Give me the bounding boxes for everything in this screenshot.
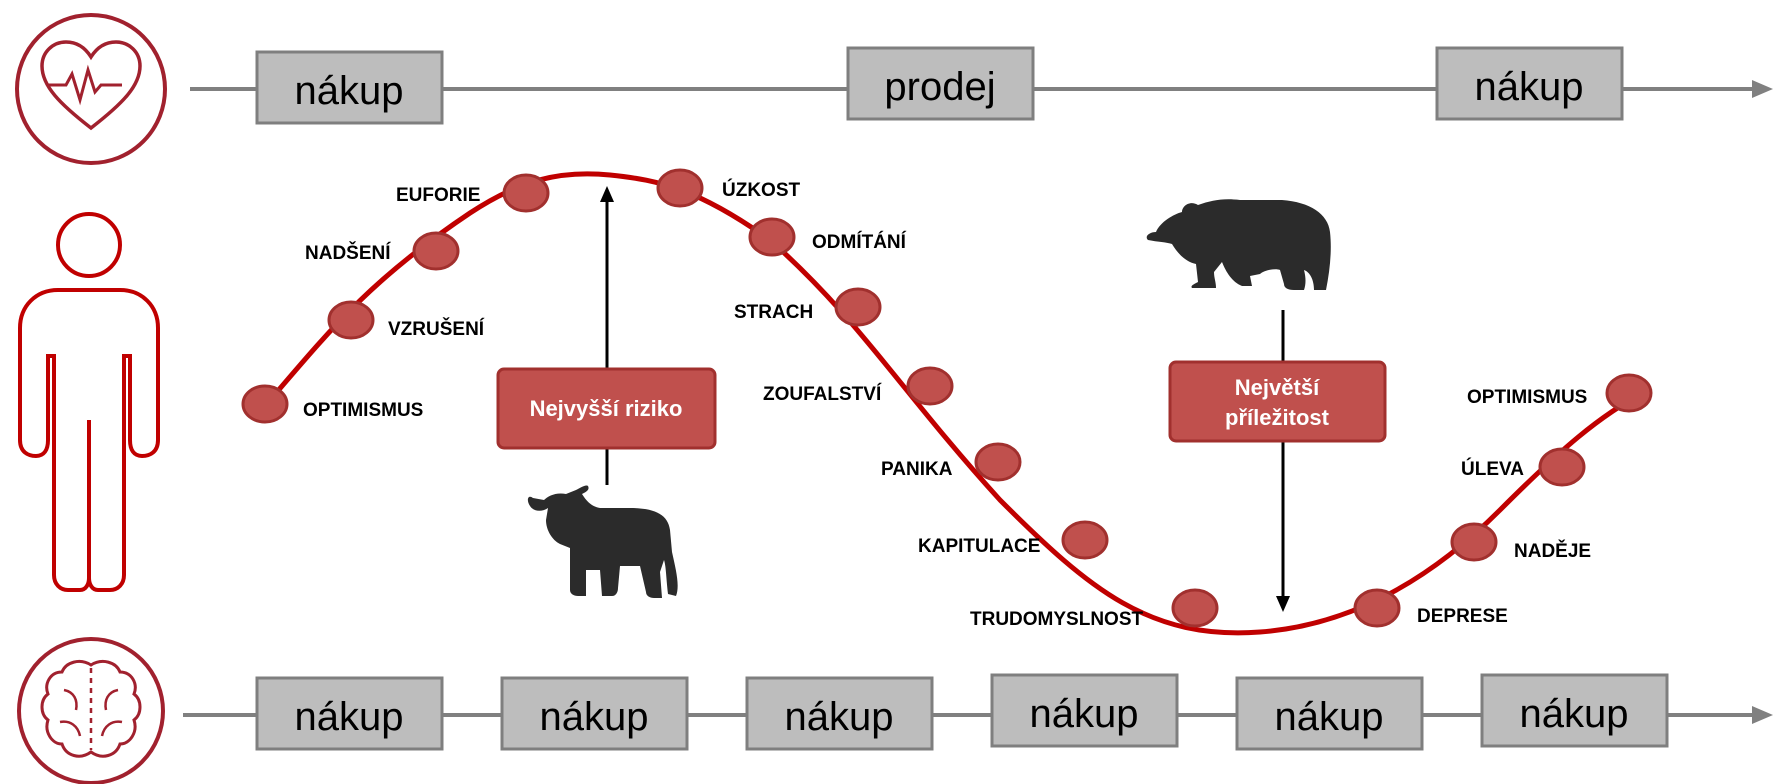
bottom-box-6: nákup (1480, 673, 1669, 748)
stage-dot-odmitani (748, 217, 796, 257)
bottom-box-2-label: nákup (540, 695, 649, 739)
opportunity-callout-line1: Největší (1235, 375, 1320, 400)
opportunity-arrowhead (1276, 596, 1290, 612)
stage-dot-nadeje (1450, 522, 1498, 562)
bottom-box-5: nákup (1235, 676, 1424, 751)
person-icon (18, 212, 160, 592)
top-box-2-label: prodej (884, 65, 995, 109)
top-track-arrowhead (1752, 80, 1773, 98)
stage-label-uzkost: ÚZKOST (722, 179, 801, 201)
top-box-3: nákup (1435, 46, 1624, 121)
top-box-2: prodej (846, 46, 1035, 121)
stage-dot-uzkost (656, 168, 704, 208)
heart-pulse-icon (15, 13, 167, 165)
opportunity-callout-box (1168, 360, 1387, 443)
bottom-box-5-label: nákup (1275, 695, 1384, 739)
stage-dots (241, 168, 1653, 628)
stage-label-deprese: DEPRESE (1417, 606, 1508, 627)
stage-dot-deprese (1353, 588, 1401, 628)
stage-dot-trudomyslnost (1171, 588, 1219, 628)
opportunity-callout-line2: příležitost (1225, 405, 1330, 430)
stage-label-vzruseni: VZRUŠENÍ (388, 318, 485, 340)
stage-label-zoufalstvi: ZOUFALSTVÍ (763, 383, 882, 405)
stage-dot-vzruseni (327, 300, 375, 340)
bottom-box-1-label: nákup (295, 695, 404, 739)
bear-icon (1146, 199, 1331, 290)
stage-dot-panika (974, 442, 1022, 482)
stage-label-kapitulace: KAPITULACE (918, 536, 1040, 557)
stage-label-nadseni: NADŠENÍ (305, 242, 391, 264)
top-box-3-label: nákup (1475, 65, 1584, 109)
stage-label-uleva: ÚLEVA (1461, 458, 1524, 480)
stage-label-optimismus-right: OPTIMISMUS (1467, 387, 1587, 408)
emotion-cycle-curve (263, 171, 1647, 636)
bottom-box-1: nákup (255, 676, 444, 751)
top-box-1-label: nákup (295, 69, 404, 113)
risk-callout-label: Nejvyšší riziko (530, 396, 683, 421)
stage-label-trudomyslnost: TRUDOMYSLNOST (970, 609, 1144, 630)
bottom-box-2: nákup (500, 676, 689, 751)
bottom-box-3: nákup (745, 676, 934, 751)
stage-dot-kapitulace (1061, 520, 1109, 560)
stage-dot-strach (834, 287, 882, 327)
stage-dot-nadseni (412, 231, 460, 271)
stage-label-odmitani: ODMÍTÁNÍ (812, 231, 907, 253)
bottom-track-arrowhead (1752, 706, 1773, 724)
stage-label-optimismus-left: OPTIMISMUS (303, 400, 423, 421)
top-box-1: nákup (255, 50, 444, 125)
stage-dot-uleva (1538, 447, 1586, 487)
bottom-box-4: nákup (990, 673, 1179, 748)
stage-label-strach: STRACH (734, 302, 813, 323)
stage-dot-zoufalstvi (906, 366, 954, 406)
brain-icon (17, 637, 165, 784)
stage-label-euforie: EUFORIE (396, 185, 480, 206)
stage-label-nadeje: NADĚJE (1514, 540, 1591, 562)
stage-dot-optimismus-left (241, 384, 289, 424)
stage-dot-euforie (502, 173, 550, 213)
stage-dot-optimismus-right (1605, 373, 1653, 413)
risk-arrowhead (600, 186, 614, 202)
stage-label-panika: PANIKA (881, 459, 953, 480)
bottom-box-6-label: nákup (1520, 692, 1629, 736)
risk-callout-box (496, 367, 717, 450)
bottom-box-3-label: nákup (785, 695, 894, 739)
bull-icon (527, 485, 678, 598)
bottom-box-4-label: nákup (1030, 692, 1139, 736)
